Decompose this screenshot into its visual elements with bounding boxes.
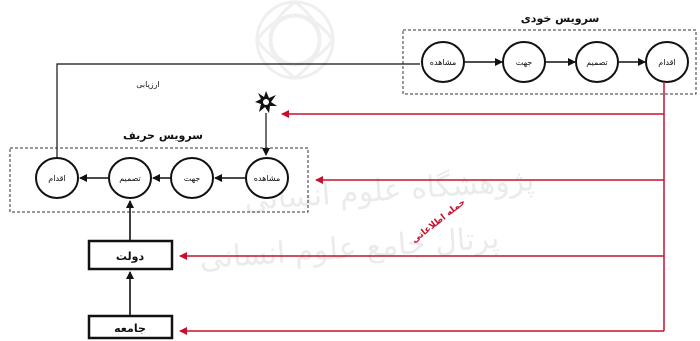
evaluation-label: ارزیابی	[136, 80, 160, 89]
own-node-orient: جهت	[502, 41, 546, 83]
own-node-decide-label: تصمیم	[586, 58, 608, 67]
state-label: دولت	[116, 250, 145, 263]
society-label: جامعه	[114, 322, 146, 335]
own-node-act: اقدام	[645, 41, 689, 83]
rival-node-decide: تصمیم	[108, 157, 152, 199]
own-service-box	[402, 29, 697, 95]
rival-node-observe-label: مشاهده	[254, 174, 280, 183]
watermark-line2: پرتال جامع علوم انسانی	[198, 221, 500, 277]
rival-node-orient: جهت	[170, 157, 214, 199]
rival-service-box	[9, 147, 309, 213]
rival-node-orient-label: جهت	[184, 174, 201, 183]
watermark-logo	[255, 0, 335, 80]
watermark: پژوهشگاه علوم انسانی پرتال جامع علوم انس…	[198, 0, 535, 277]
own-node-observe-label: مشاهده	[430, 58, 456, 67]
rival-node-observe: مشاهده	[245, 157, 289, 199]
collision-burst-icon	[255, 91, 277, 113]
own-node-orient-label: جهت	[516, 58, 533, 67]
rival-node-act: اقدام	[35, 157, 79, 199]
own-node-decide: تصمیم	[575, 41, 619, 83]
evaluation-line	[56, 63, 420, 160]
rival-node-act-label: اقدام	[48, 174, 65, 183]
own-node-act-label: اقدام	[658, 58, 675, 67]
own-node-observe: مشاهده	[421, 41, 465, 83]
own-service-title: سرویس خودی	[521, 12, 600, 25]
rival-service-title: سرویس حریف	[123, 129, 203, 142]
rival-node-decide-label: تصمیم	[119, 174, 141, 183]
information-attack-lines	[179, 82, 665, 335]
